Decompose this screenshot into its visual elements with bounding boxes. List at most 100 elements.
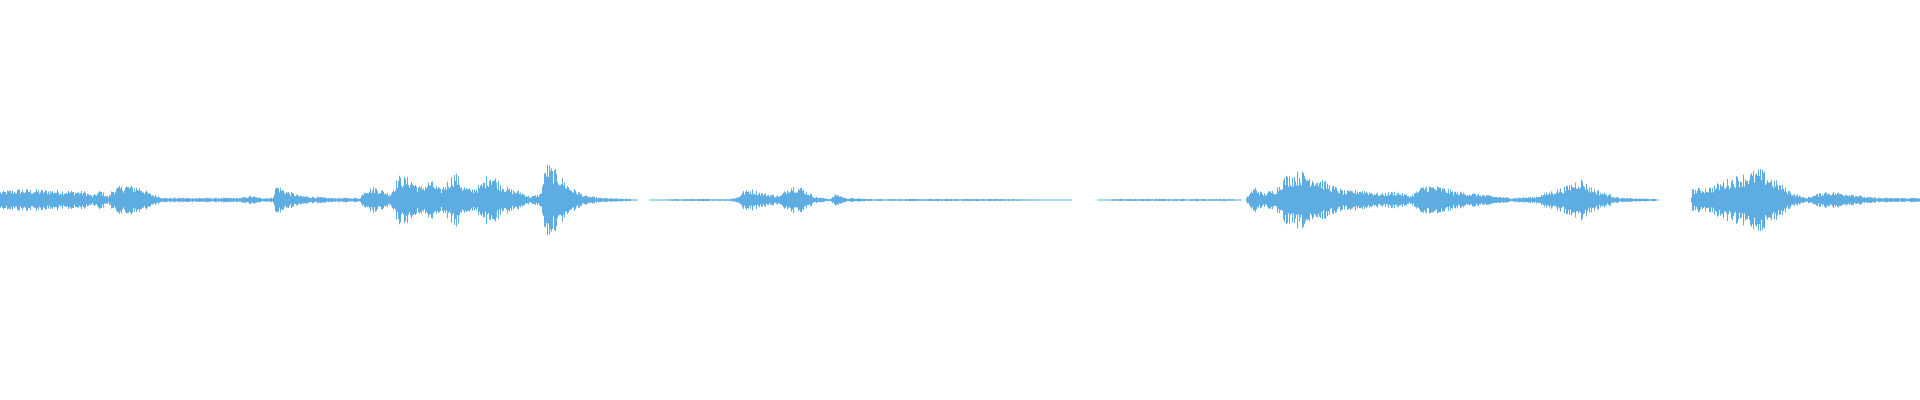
waveform-sample	[934, 199, 935, 201]
waveform-sample	[964, 199, 965, 201]
waveform-sample	[1624, 198, 1625, 202]
waveform-sample	[770, 195, 771, 205]
waveform-sample	[142, 192, 143, 208]
waveform-sample	[651, 199, 652, 201]
waveform-sample	[1056, 199, 1057, 201]
waveform-sample	[254, 196, 255, 204]
waveform-sample	[181, 198, 182, 202]
waveform-sample	[924, 199, 925, 201]
waveform-sample	[1703, 191, 1704, 208]
waveform-sample	[1038, 199, 1039, 201]
waveform-sample	[440, 188, 441, 212]
waveform-sample	[1489, 195, 1490, 205]
waveform-sample	[912, 198, 913, 202]
waveform-sample	[1123, 199, 1124, 201]
waveform-sample	[1183, 199, 1184, 201]
waveform-sample	[1309, 179, 1310, 222]
waveform-sample	[870, 199, 871, 201]
waveform-sample	[447, 181, 448, 219]
waveform-sample	[995, 199, 996, 201]
waveform-sample	[20, 193, 21, 207]
waveform-sample	[1454, 192, 1455, 208]
waveform-sample	[1168, 198, 1169, 202]
waveform-sample	[1282, 189, 1283, 211]
waveform-sample	[435, 188, 436, 212]
waveform-sample	[1186, 199, 1187, 201]
waveform-sample	[415, 185, 416, 215]
waveform-sample	[1146, 199, 1147, 201]
waveform-sample	[308, 197, 309, 203]
waveform-sample	[395, 190, 396, 210]
waveform-sample	[999, 199, 1000, 201]
waveform-sample	[1762, 169, 1763, 231]
waveform-sample	[757, 195, 758, 205]
waveform-sample	[691, 198, 692, 202]
waveform-sample	[1321, 188, 1322, 212]
waveform-sample	[423, 188, 424, 212]
waveform-sample	[896, 199, 897, 201]
waveform-sample	[301, 196, 302, 204]
waveform-sample	[1566, 185, 1567, 215]
waveform-sample	[844, 197, 845, 203]
waveform-sample	[769, 196, 770, 204]
waveform-sample	[1357, 191, 1358, 209]
waveform-sample	[265, 198, 266, 202]
waveform-sample	[603, 198, 604, 202]
waveform-sample	[867, 199, 868, 201]
waveform-sample	[1252, 193, 1253, 208]
waveform-sample	[110, 195, 111, 205]
waveform-sample	[760, 195, 761, 205]
waveform-sample	[464, 187, 465, 213]
waveform-sample	[1130, 198, 1131, 202]
waveform-sample	[155, 194, 156, 205]
waveform-sample	[587, 196, 588, 204]
waveform-sample	[1361, 192, 1362, 208]
waveform-sample	[503, 189, 504, 211]
waveform-sample	[836, 195, 837, 205]
waveform-sample	[1205, 199, 1206, 201]
waveform-sample	[930, 198, 931, 202]
waveform-sample	[1286, 175, 1287, 225]
waveform-sample	[1172, 199, 1173, 201]
waveform-sample	[1194, 199, 1195, 201]
waveform-sample	[1874, 197, 1875, 203]
waveform-sample	[1697, 190, 1698, 210]
waveform-sample	[1278, 191, 1279, 209]
waveform-sample	[1806, 198, 1807, 202]
waveform-sample	[1170, 199, 1171, 201]
waveform-sample	[1257, 193, 1258, 207]
waveform-sample	[1381, 194, 1382, 206]
waveform-sample	[1058, 199, 1059, 201]
waveform-sample	[99, 191, 100, 209]
waveform-sample	[1026, 199, 1027, 201]
waveform-sample	[1587, 188, 1588, 212]
waveform-sample	[102, 195, 103, 205]
waveform-sample	[1385, 193, 1386, 207]
waveform-sample	[792, 190, 793, 210]
waveform-sample	[1184, 199, 1185, 201]
waveform-sample	[1450, 189, 1451, 211]
waveform-sample	[625, 198, 626, 202]
waveform-sample	[1916, 198, 1917, 202]
waveform-sample	[706, 198, 707, 202]
waveform-sample	[1491, 196, 1492, 204]
waveform-sample	[1224, 199, 1225, 202]
waveform-sample	[1135, 198, 1136, 201]
waveform-sample	[1894, 198, 1895, 202]
waveform-sample	[1140, 199, 1141, 201]
waveform-sample	[85, 192, 86, 208]
waveform-sample	[235, 198, 236, 202]
waveform-sample	[157, 197, 158, 203]
waveform-sample	[1372, 194, 1373, 206]
waveform-sample	[111, 191, 112, 209]
waveform-sample	[1349, 191, 1350, 209]
waveform-sample	[620, 198, 621, 202]
waveform-sample	[1737, 177, 1738, 224]
waveform-sample	[1642, 199, 1643, 201]
waveform-sample	[764, 194, 765, 207]
waveform-sample	[684, 199, 685, 201]
waveform-sample	[1512, 198, 1513, 202]
waveform-sample	[61, 194, 62, 206]
waveform-sample	[1792, 195, 1793, 205]
waveform-sample	[1113, 199, 1114, 201]
